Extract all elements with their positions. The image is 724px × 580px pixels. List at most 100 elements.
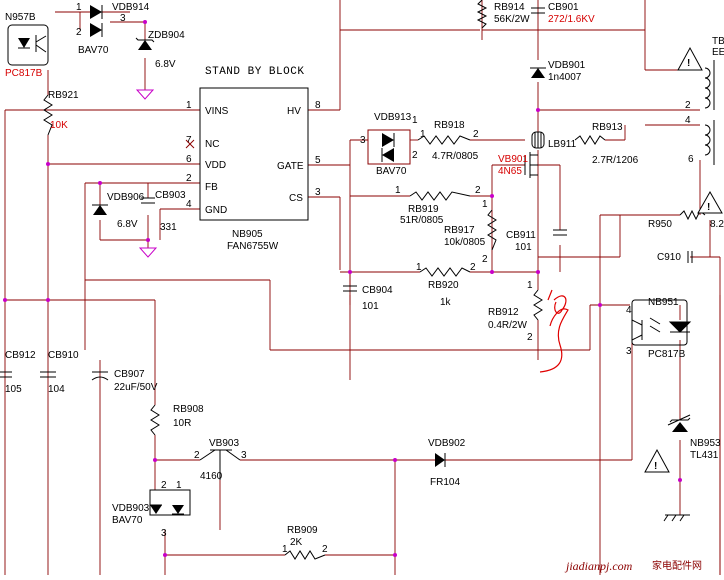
diode-vdb913 xyxy=(367,129,411,165)
label-rb917: RB917 xyxy=(444,225,475,236)
label-lb911: LB911 xyxy=(548,139,577,150)
watermark-cn: 家电配件网 xyxy=(652,559,702,572)
pin-label-3: 3 xyxy=(315,187,321,198)
label-cb903: CB903 xyxy=(155,190,186,201)
resistor-rb912 xyxy=(533,289,543,321)
component-labels: N957B PC817B VDB914 BAV70 ZDB904 6.8V RB… xyxy=(5,2,724,548)
pin-label-4: 4 xyxy=(186,199,192,210)
resistor-rb921 xyxy=(43,94,53,136)
ground-symbol-1 xyxy=(135,89,155,100)
pin-num-rb909-2: 2 xyxy=(322,544,328,555)
pin-num-rb909-1: 1 xyxy=(282,544,288,555)
pin-num-rb920-2: 2 xyxy=(470,262,476,273)
label-zdb904-value: 6.8V xyxy=(155,59,176,70)
label-vdb903: VDB903 xyxy=(112,503,150,514)
pin-label-7: 7 xyxy=(186,135,192,146)
pin-num-vb903-3: 3 xyxy=(241,450,247,461)
capacitor-cb907 xyxy=(91,371,109,381)
label-ee: EE xyxy=(712,47,724,58)
pin-num-vdb913-3: 3 xyxy=(360,135,366,146)
pin-num-tb-2: 2 xyxy=(685,100,691,111)
label-rb913-value: 2.7R/1206 xyxy=(592,155,639,166)
label-nb905: NB905 xyxy=(232,229,263,240)
pin-num-vb903-2: 2 xyxy=(194,450,200,461)
capacitor-cb910 xyxy=(40,371,56,378)
label-rb917-value: 10k/0805 xyxy=(444,237,486,248)
pin-num-rb919-1: 1 xyxy=(395,185,401,196)
label-cb910-value: 104 xyxy=(48,384,65,395)
label-bav70-top: BAV70 xyxy=(78,45,109,56)
ferrite-lb911 xyxy=(531,131,545,149)
warning-mark-nb953: ! xyxy=(654,461,657,472)
label-vdb913: VDB913 xyxy=(374,112,412,123)
label-vb901-value: 4N65 xyxy=(498,166,522,177)
label-bav70-mid: BAV70 xyxy=(376,166,407,177)
ground-symbol-2 xyxy=(138,247,158,258)
pin-label-5: 5 xyxy=(315,155,321,166)
label-vdb906: VDB906 xyxy=(107,192,145,203)
pin-num-rb917-2: 2 xyxy=(482,254,488,265)
label-rb912: RB912 xyxy=(488,307,519,318)
transformer-tb xyxy=(677,46,715,165)
label-c910: C910 xyxy=(657,252,681,263)
label-pc817b-top: PC817B xyxy=(5,68,43,79)
pin-num-rb912-2: 2 xyxy=(527,332,533,343)
mosfet-vb901 xyxy=(524,152,538,178)
capacitor-cb904 xyxy=(343,285,357,292)
label-rb920: RB920 xyxy=(428,280,459,291)
label-rb921-value: 10K xyxy=(50,120,68,131)
label-tb: TB xyxy=(712,36,724,47)
junction-nodes xyxy=(3,20,682,557)
pin-num-rb919-2: 2 xyxy=(475,185,481,196)
label-cb904-value: 101 xyxy=(362,301,379,312)
pin-label-8: 8 xyxy=(315,100,321,111)
label-cb910: CB910 xyxy=(48,350,79,361)
red-annotation-scribble xyxy=(539,289,569,373)
pin-num-rb918-1: 1 xyxy=(420,129,426,140)
ground-symbol-3 xyxy=(663,514,690,522)
capacitor-cb901 xyxy=(531,7,545,14)
pin-num-vdb913-2: 2 xyxy=(412,150,418,161)
label-cb911: CB911 xyxy=(506,230,536,241)
optocoupler-pc817b-top xyxy=(7,24,49,66)
resistor-rb919 xyxy=(409,191,471,201)
label-rb918-value: 4.7R/0805 xyxy=(432,151,479,162)
diode-vdb901 xyxy=(530,67,546,78)
pin-num-rb920-1: 1 xyxy=(416,262,422,273)
resistor-rb920 xyxy=(419,267,471,277)
label-cb901: CB901 xyxy=(548,2,579,13)
resistor-rb913 xyxy=(574,135,606,145)
capacitor-cb911 xyxy=(553,229,567,236)
label-rb909-value: 2K xyxy=(290,537,303,548)
diode-vdb902 xyxy=(435,453,446,467)
label-bav70-bot: BAV70 xyxy=(112,515,143,526)
wires xyxy=(4,0,721,575)
resistor-rb909 xyxy=(284,550,326,560)
label-cb912-value: 105 xyxy=(5,384,22,395)
pin-num-vdb914-2: 2 xyxy=(76,27,82,38)
label-rb919-value: 51R/0805 xyxy=(400,215,444,226)
label-pin-vins: VINS xyxy=(205,106,229,117)
zener-vdb906 xyxy=(92,204,108,215)
pin-num-vdb903-1: 1 xyxy=(176,480,182,491)
resistor-r950 xyxy=(679,190,723,221)
label-block-title: STAND BY BLOCK xyxy=(205,66,304,78)
pin-label-6: 6 xyxy=(186,154,192,165)
label-vdb906-value: 6.8V xyxy=(117,219,138,230)
label-r950-value: 8.2 xyxy=(710,219,724,230)
label-rb914: RB914 xyxy=(494,2,525,13)
resistor-rb914 xyxy=(476,0,488,29)
label-r950: R950 xyxy=(648,219,672,230)
pin-num-rb912-1: 1 xyxy=(527,280,533,291)
warning-mark-top: ! xyxy=(687,58,690,69)
pin-num-nb951-3: 3 xyxy=(626,346,632,357)
warning-mark-r950: ! xyxy=(707,202,710,213)
label-rb912-value: 0.4R/2W xyxy=(488,320,527,331)
pin-num-vdb914-3: 3 xyxy=(120,13,126,24)
pin-num-vdb903-2: 2 xyxy=(161,480,167,491)
label-cb903-value: 331 xyxy=(160,222,177,233)
capacitor-cb903 xyxy=(141,197,155,204)
pin-label-1: 1 xyxy=(186,100,192,111)
pin-numbers: 1 2 3 3 1 2 1 2 1 2 1 2 1 2 1 2 2 4 6 4 … xyxy=(76,2,694,555)
